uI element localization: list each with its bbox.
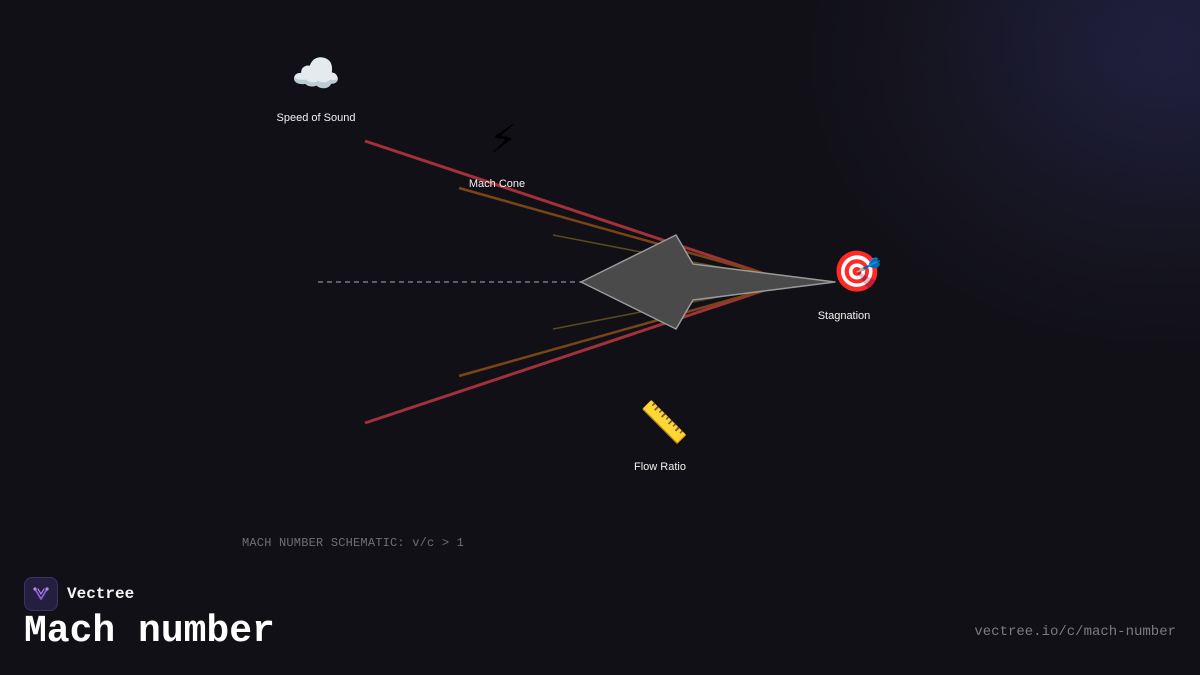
node-label-speed-of-sound: Speed of Sound <box>276 112 356 124</box>
node-label-stagnation: Stagnation <box>817 310 871 322</box>
inner-shock-line-upper <box>458 186 766 276</box>
vectree-logo-mark <box>33 587 49 600</box>
target-icon: 🎯 <box>832 249 882 295</box>
outer-shock-line-upper <box>364 139 766 276</box>
inner-shock-line-lower <box>458 288 766 378</box>
outer-shock-line-lower <box>364 288 766 425</box>
cloud-icon: ☁️ <box>291 51 341 97</box>
node-label-mach-cone: Mach Cone <box>468 178 526 190</box>
page-title: Mach number <box>24 610 275 653</box>
supersonic-body <box>580 234 836 330</box>
ruler-icon: 📏 <box>639 400 689 446</box>
brand: Vectree <box>24 577 134 611</box>
vectree-logo-icon <box>24 577 58 611</box>
diagram-caption: MACH NUMBER SCHEMATIC: v/c > 1 <box>242 536 465 550</box>
node-label-flow-ratio: Flow Ratio <box>634 461 686 473</box>
page-url[interactable]: vectree.io/c/mach-number <box>974 624 1176 640</box>
lightning-icon: ⚡ <box>488 117 518 163</box>
brand-name: Vectree <box>67 585 135 603</box>
